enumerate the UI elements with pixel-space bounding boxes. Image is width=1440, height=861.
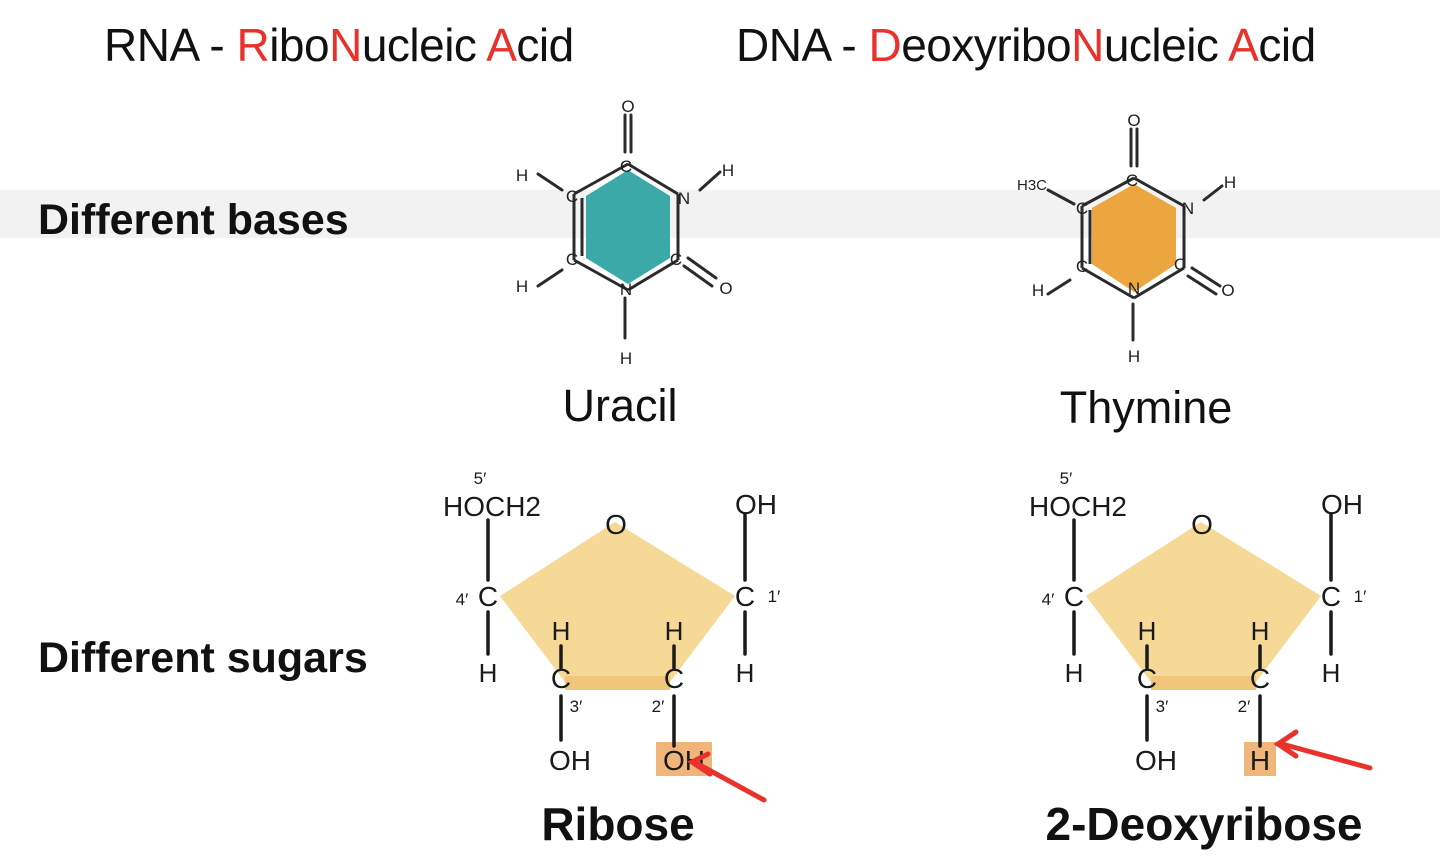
thymine-atom-o: O <box>1127 111 1140 130</box>
dna-title-part: ucleic <box>1103 19 1229 71</box>
ribose-c3-h: H <box>552 616 571 646</box>
dna-title-letter-d: D <box>868 19 902 71</box>
thymine-atom-n: N <box>1182 199 1194 218</box>
deoxyribose-c1-oh: OH <box>1321 489 1363 520</box>
deoxyribose-ring-oxygen: O <box>1191 509 1213 540</box>
ribose-ring-oxygen: O <box>605 509 627 540</box>
deoxyribose-c3: C <box>1137 663 1157 694</box>
rna-title-letter-a: A <box>486 19 517 71</box>
thymine-ring-fill <box>1092 184 1176 292</box>
uracil-label: Uracil <box>562 380 678 431</box>
thymine-atom-h: H <box>1224 173 1236 192</box>
deoxyribose-c2-h: H <box>1251 616 1270 646</box>
uracil-atom-c: C <box>566 187 578 206</box>
uracil-structure: O C N H H C C H C O N H <box>516 97 734 368</box>
ribose-c4: C <box>478 581 498 612</box>
deoxyribose-c1: C <box>1321 581 1341 612</box>
dna-title: DNA - DeoxyriboNucleic Acid <box>736 18 1316 72</box>
ribose-arrow <box>687 751 767 803</box>
thymine-atom-c: C <box>1174 255 1186 274</box>
different-sugars-label: Different sugars <box>38 634 368 682</box>
ribose-c4-h: H <box>479 658 498 688</box>
thymine-atom-n: N <box>1128 279 1140 298</box>
uracil-atom-h: H <box>722 161 734 180</box>
ribose-prime4: 4′ <box>456 590 469 609</box>
deoxyribose-arrow <box>1273 729 1373 771</box>
deoxyribose-prime3: 3′ <box>1156 697 1169 716</box>
ribose-c5-group: HOCH2 <box>443 491 541 522</box>
thymine-structure: O C N H H3C C C H C O N H <box>1017 111 1236 366</box>
thymine-atom-c: C <box>1076 257 1088 276</box>
ribose-c1: C <box>735 581 755 612</box>
thymine-atom-h: H <box>1032 281 1044 300</box>
ribose-c1-h: H <box>736 658 755 688</box>
uracil-atom-h: H <box>516 166 528 185</box>
uracil-atom-n: N <box>678 189 690 208</box>
dna-title-part: eoxyribo <box>901 19 1072 71</box>
uracil-atom-o: O <box>621 97 634 116</box>
rna-title-part: ucleic <box>361 19 487 71</box>
uracil-atom-n: N <box>620 280 632 299</box>
ribose-prime2: 2′ <box>652 697 665 716</box>
deoxyribose-c3-oh: OH <box>1135 745 1177 776</box>
ribose-c2: C <box>664 663 684 694</box>
uracil-atom-c: C <box>566 250 578 269</box>
bases-row-band <box>0 190 1440 238</box>
deoxyribose-prime4: 4′ <box>1042 590 1055 609</box>
ribose-label: Ribose <box>541 798 695 850</box>
deoxyribose-c3-h: H <box>1138 616 1157 646</box>
different-bases-label: Different bases <box>38 196 349 244</box>
uracil-atom-h: H <box>620 349 632 368</box>
deoxyribose-structure: O 5′ HOCH2 OH C 4′ C 1′ H H H H C C 3′ 2… <box>1029 469 1373 776</box>
rna-title-part: cid <box>516 19 574 71</box>
thymine-atom-c: C <box>1076 199 1088 218</box>
uracil-atom-h: H <box>516 277 528 296</box>
thymine-atom-h: H <box>1128 347 1140 366</box>
ribose-structure: O 5′ HOCH2 OH C 4′ C 1′ H H H H C C 3′ 2… <box>443 469 781 803</box>
ribose-prime3: 3′ <box>570 697 583 716</box>
rna-title: RNA - RiboNucleic Acid <box>104 18 574 72</box>
uracil-atom-c: C <box>670 250 682 269</box>
dna-title-prefix: DNA - <box>736 19 869 71</box>
dna-title-part: cid <box>1258 19 1316 71</box>
thymine-atom-o: O <box>1221 281 1234 300</box>
rna-title-letter-n: N <box>329 19 362 71</box>
uracil-ring-fill <box>586 170 670 284</box>
dna-title-letter-n: N <box>1071 19 1104 71</box>
deoxyribose-c2: C <box>1250 663 1270 694</box>
uracil-atom-c: C <box>620 157 632 176</box>
ribose-c2-h: H <box>665 616 684 646</box>
dna-title-letter-a: A <box>1228 19 1259 71</box>
deoxyribose-prime2: 2′ <box>1238 697 1251 716</box>
ribose-c3: C <box>551 663 571 694</box>
ribose-prime1: 1′ <box>768 587 781 606</box>
deoxyribose-prime1: 1′ <box>1354 587 1367 606</box>
rna-title-part: ibo <box>269 19 330 71</box>
deoxyribose-label: 2-Deoxyribose <box>1045 798 1363 850</box>
rna-title-prefix: RNA - <box>104 19 237 71</box>
rna-title-letter-r: R <box>236 19 270 71</box>
deoxyribose-c5-group: HOCH2 <box>1029 491 1127 522</box>
deoxyribose-c2-h-group: H <box>1250 745 1270 776</box>
ribose-ring-fill <box>500 522 735 682</box>
ribose-c3-oh: OH <box>549 745 591 776</box>
deoxyribose-ring-fill <box>1086 522 1321 682</box>
thymine-atom-c: C <box>1126 171 1138 190</box>
uracil-atom-o: O <box>719 279 732 298</box>
thymine-methyl-group: H3C <box>1017 177 1047 194</box>
ribose-c1-oh: OH <box>735 489 777 520</box>
deoxyribose-c4-h: H <box>1065 658 1084 688</box>
deoxyribose-c1-h: H <box>1322 658 1341 688</box>
deoxyribose-prime5: 5′ <box>1060 469 1073 488</box>
ribose-prime5: 5′ <box>474 469 487 488</box>
deoxyribose-c4: C <box>1064 581 1084 612</box>
thymine-label: Thymine <box>1059 382 1233 433</box>
